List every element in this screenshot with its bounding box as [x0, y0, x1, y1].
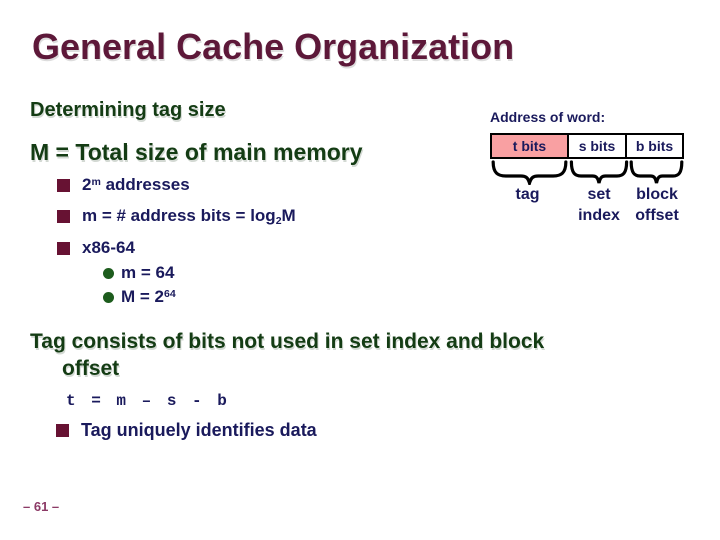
sub-bullet-text: m = 64: [121, 263, 175, 282]
square-bullet-icon: [57, 178, 70, 192]
underbrace-icon: [490, 159, 569, 185]
bullet-item-x86-64: x86-64: [57, 238, 135, 258]
bullet-item-addresses: 2m addresses: [57, 175, 190, 195]
block-offset-label: block offset: [635, 186, 679, 224]
section-heading-total-memory: M = Total size of main memory: [30, 139, 363, 165]
circle-bullet-icon: [103, 291, 114, 303]
address-cell-tbits: t bits: [492, 135, 569, 157]
bullet-text: x86-64: [82, 238, 135, 257]
sub-bullet-item-m64: m = 64: [103, 263, 174, 283]
bullet-text: m = # address bits = log2M: [82, 206, 296, 228]
underbrace-icon: [629, 159, 684, 185]
sub-bullet-item-M264: M = 264: [103, 287, 176, 307]
square-bullet-icon: [57, 209, 70, 223]
tag-label: tag: [515, 186, 540, 203]
bullet-text: Tag uniquely identifies data: [81, 420, 317, 440]
square-bullet-icon: [56, 424, 69, 437]
address-cell-bbits: b bits: [635, 138, 674, 154]
address-bits-box: t bits s bits b bits: [490, 133, 684, 159]
bullet-text: 2m addresses: [82, 175, 190, 194]
bullet-item-address-bits: m = # address bits = log2M: [57, 206, 296, 228]
bottom-heading-line1: Tag consists of bits not used in set ind…: [30, 330, 545, 353]
tag-size-formula: t = m – s - b: [66, 392, 230, 410]
underbrace-icon: [569, 159, 629, 185]
set-index-label: set index: [578, 186, 620, 224]
sub-bullet-text: M = 264: [121, 287, 176, 306]
slide-title: General Cache Organization: [32, 26, 515, 67]
square-bullet-icon: [57, 241, 70, 255]
section-heading-determining-tag-size: Determining tag size: [30, 99, 226, 121]
address-of-word-label: Address of word:: [490, 109, 606, 125]
circle-bullet-icon: [103, 267, 114, 279]
bottom-heading-line2: offset: [62, 357, 120, 380]
address-cell-sbits: s bits: [569, 135, 627, 157]
bullet-item-tag-unique: Tag uniquely identifies data: [56, 420, 317, 441]
page-number: – 61 –: [23, 499, 60, 514]
